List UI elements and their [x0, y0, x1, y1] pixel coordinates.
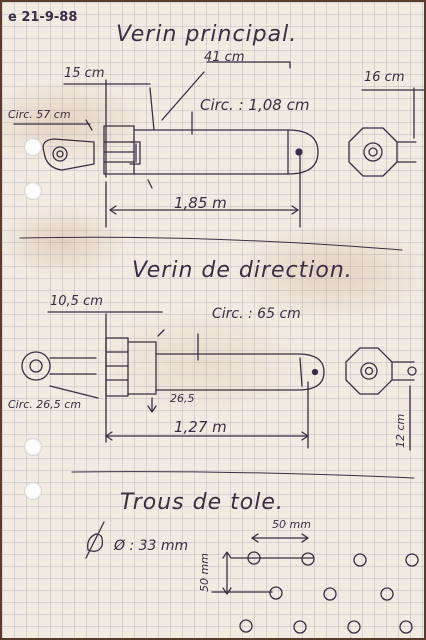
direction-rod-offset-dim: 10,5 cm: [50, 294, 103, 309]
main-circ-body: Circ. : 1,08 cm: [200, 96, 310, 114]
hole-row-3: [239, 619, 413, 634]
direction-cylinder-title: Verin de direction.: [132, 258, 353, 283]
main-cylinder-title: Verin principal.: [116, 22, 298, 47]
main-circ-left: Circ. 57 cm: [8, 108, 71, 121]
direction-cylinder-sketch: [21, 311, 417, 451]
hole-spacing-horizontal: 50 mm: [272, 518, 311, 531]
main-cylinder-sketch: [13, 61, 424, 228]
page-date: e 21-9-88: [8, 10, 78, 25]
direction-circ-body: Circ. : 65 cm: [212, 306, 301, 322]
direction-circ-left: Circ. 26,5 cm: [8, 398, 82, 411]
main-body-dim: 41 cm: [204, 50, 245, 65]
plate-holes-sketch: [85, 521, 419, 634]
hole-spacing-vertical: 50 mm: [198, 553, 211, 592]
binder-hole: [24, 182, 42, 200]
main-length: 1,85 m: [174, 194, 227, 212]
direction-inner-dim: 26,5: [170, 392, 195, 405]
hole-row-1: [247, 551, 419, 567]
direction-eye-right-dim: 12 cm: [394, 413, 407, 448]
binder-hole: [24, 138, 42, 156]
main-rod-offset-dim: 15 cm: [64, 66, 105, 81]
binder-hole: [24, 438, 42, 456]
hole-row-2: [269, 586, 394, 601]
hole-diameter: Ø : 33 mm: [114, 538, 189, 554]
direction-length: 1,27 m: [174, 418, 227, 436]
holes-title: Trous de tole.: [120, 490, 284, 515]
main-eye-right-dim: 16 cm: [364, 70, 405, 85]
binder-hole: [24, 482, 42, 500]
